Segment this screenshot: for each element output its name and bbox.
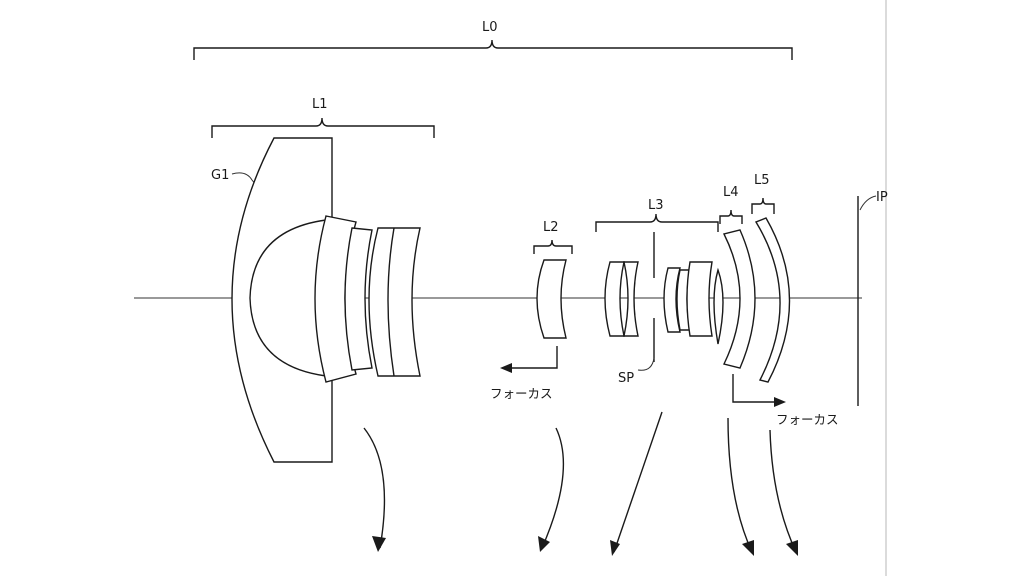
focus-arrow-l2 (508, 346, 558, 369)
label-ip: IP (876, 190, 888, 205)
move-arrow-l5 (769, 429, 797, 553)
focus-arrow-l4 (732, 374, 778, 403)
leader-ip (859, 195, 877, 211)
lens-l3-b (623, 261, 639, 337)
lens-l5 (754, 217, 791, 383)
lens-l3-e (686, 261, 713, 337)
label-l5: L5 (754, 173, 770, 188)
move-arrow-l4 (727, 417, 753, 553)
move-arrow-l1 (363, 427, 386, 549)
label-l4: L4 (723, 185, 739, 200)
label-l3: L3 (648, 198, 664, 213)
lens-l3-c (663, 267, 681, 333)
label-g1: G1 (211, 168, 229, 183)
move-arrow-l1-head (372, 536, 386, 552)
bracket-l0 (193, 39, 793, 60)
lens-l3-f (713, 267, 724, 345)
lens-l1-d (368, 227, 421, 377)
lens-group-l3 (604, 261, 724, 345)
move-arrow-l2-head (538, 536, 550, 552)
bracket-l3 (595, 213, 719, 232)
move-arrow-l3-head (610, 540, 620, 556)
move-arrow-l5-head (786, 540, 798, 556)
lens-l4 (722, 229, 756, 369)
label-sp: SP (618, 371, 634, 386)
lens-l2 (536, 259, 567, 339)
bracket-l2 (533, 239, 573, 254)
move-arrow-l3 (613, 411, 663, 553)
move-arrow-l4-head (742, 540, 754, 556)
lens-l1-c (344, 227, 373, 371)
bracket-l4 (719, 209, 743, 224)
label-l0: L0 (482, 20, 498, 35)
focus-arrow-l4-head (774, 397, 786, 407)
label-l1: L1 (312, 97, 328, 112)
movement-arrows (363, 411, 798, 556)
leader-sp (637, 357, 655, 371)
bracket-l1 (211, 117, 435, 138)
focus-label-right: フォーカス (776, 412, 839, 427)
lens-g1-inner (249, 219, 327, 377)
focus-label-left: フォーカス (490, 386, 553, 401)
label-l2: L2 (543, 220, 559, 235)
bracket-l5 (751, 197, 775, 214)
move-arrow-l2 (541, 427, 565, 549)
lens-l3-a (604, 261, 625, 337)
lens-group-l1 (231, 137, 421, 463)
focus-arrow-l2-head (500, 363, 512, 373)
lens-l1-d-split (387, 227, 395, 377)
